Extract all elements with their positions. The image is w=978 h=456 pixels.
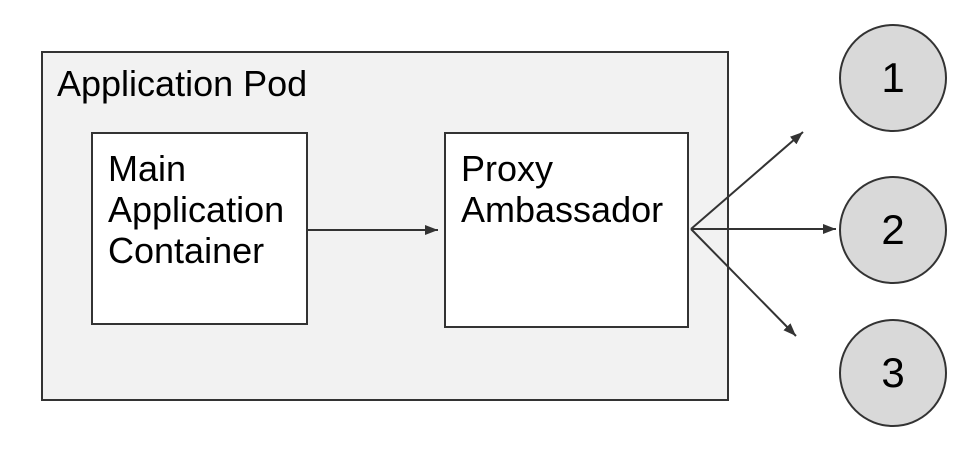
endpoint-2-label: 2 — [881, 206, 905, 253]
proxy-label-line-1: Proxy — [461, 148, 554, 189]
endpoint-circle-3: 3 — [839, 319, 947, 427]
main-container-label-line-3: Container — [108, 230, 265, 271]
endpoint-3-label: 3 — [881, 349, 905, 396]
main-container-label-line-1: Main — [108, 148, 187, 189]
proxy-ambassador-box: Proxy Ambassador — [444, 132, 689, 328]
main-container-label-line-2: Application — [108, 189, 285, 230]
main-application-container-box: Main Application Container — [91, 132, 308, 325]
endpoint-circle-2: 2 — [839, 176, 947, 284]
endpoint-circle-1: 1 — [839, 24, 947, 132]
proxy-label-line-2: Ambassador — [461, 189, 664, 230]
endpoint-1-label: 1 — [881, 54, 905, 101]
application-pod-label: Application Pod — [57, 63, 308, 104]
